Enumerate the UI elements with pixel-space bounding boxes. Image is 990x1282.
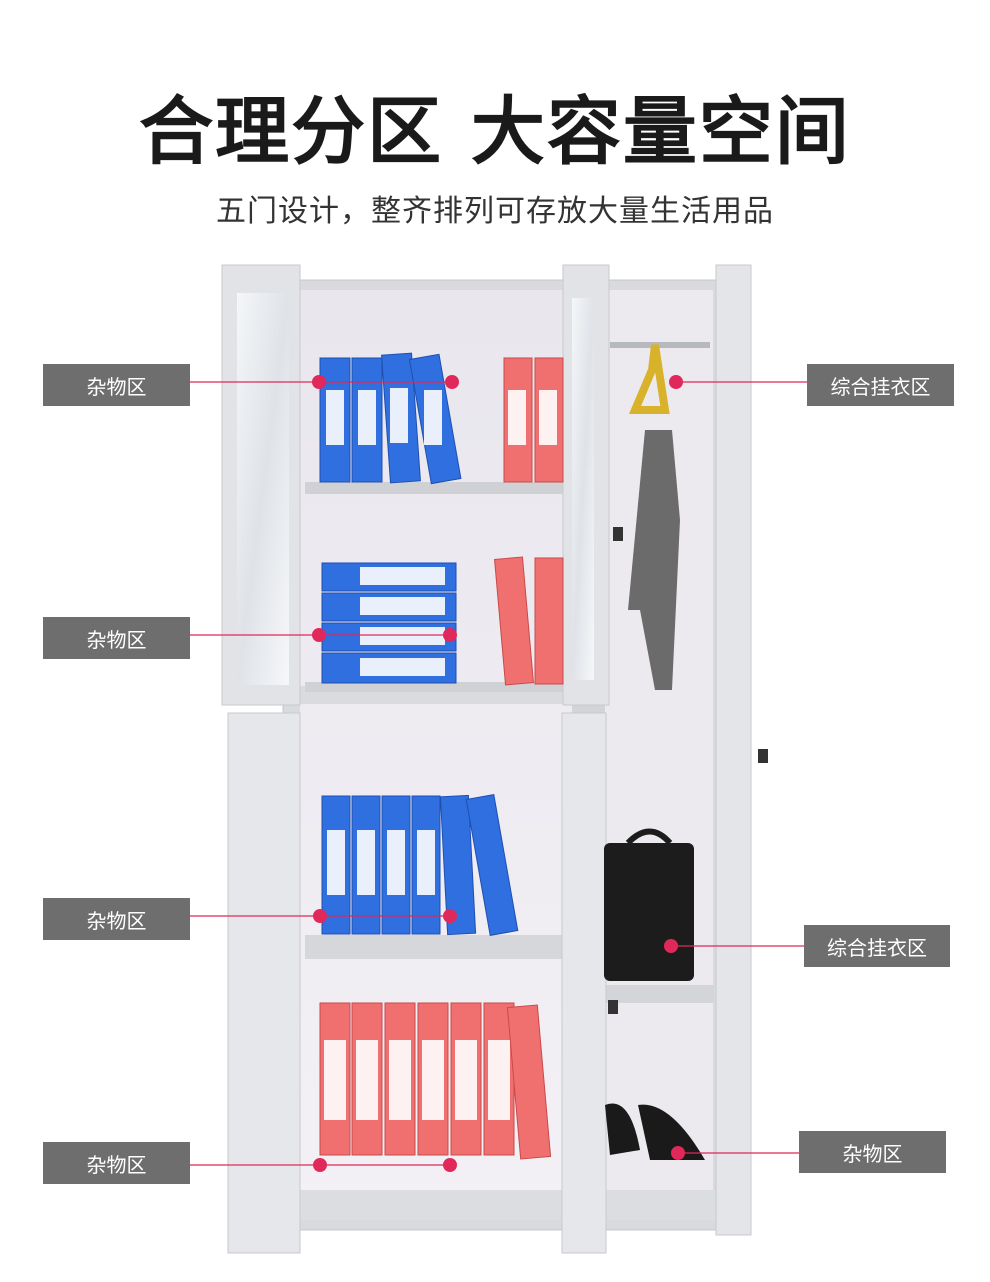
page-subtitle: 五门设计，整齐排列可存放大量生活用品 (216, 194, 774, 229)
zone-label-5: 综合挂衣区 (807, 364, 954, 406)
zone-label-7: 杂物区 (799, 1131, 946, 1173)
zone-label-4: 杂物区 (43, 1142, 190, 1184)
zone-label-3: 杂物区 (43, 898, 190, 940)
zone-label-6: 综合挂衣区 (804, 925, 950, 967)
page-title: 合理分区 大容量空间 (139, 89, 851, 175)
zone-label-2: 杂物区 (43, 617, 190, 659)
zone-label-1: 杂物区 (43, 364, 190, 406)
